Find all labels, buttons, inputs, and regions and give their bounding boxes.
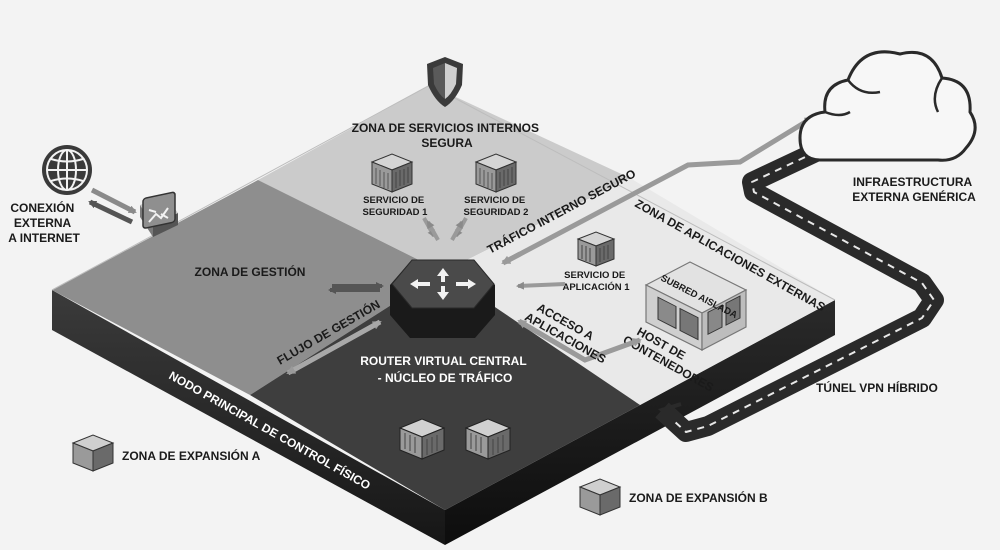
router-icon [390,259,495,338]
expansion-b-label: ZONA DE EXPANSIÓN B [629,490,768,505]
security-service-2-server-icon [474,153,518,193]
expansion-b-cube-icon [578,478,622,516]
app-service-1-server-icon [576,231,616,267]
zone-external-apps-surface [443,178,835,405]
core-server-2-icon [464,418,512,460]
security-service-1-server-icon [370,153,414,193]
vpn-tunnel-label: TÚNEL VPN HÍBRIDO [816,380,938,395]
expansion-a-cube-icon [71,434,115,472]
zone-secure-internal-surface [258,85,630,272]
secure-traffic-path [503,115,814,265]
internet-label: CONEXIÓN EXTERNA A INTERNET [8,200,80,245]
expansion-a-label: ZONA DE EXPANSIÓN A [122,448,261,463]
cloud-icon [798,50,977,162]
app-service-1-label: SERVICIO DE APLICACIÓN 1 [562,270,630,293]
shield-icon [427,57,463,107]
management-zone-title: ZONA DE GESTIÓN [195,264,306,279]
zone-management-surface [52,180,443,395]
platform-left-side [52,290,445,545]
vpn-tunnel [655,125,944,442]
globe-icon [42,145,92,195]
platform-right-side [445,300,835,545]
secure-zone-title: ZONA DE SERVICIOS INTERNOS SEGURA [352,121,543,150]
zone-core-surface [250,272,640,510]
switch-icon [140,191,178,237]
platform [51,84,836,545]
core-server-1-icon [398,418,446,460]
router-label: ROUTER VIRTUAL CENTRAL - NÚCLEO DE TRÁFI… [360,354,530,385]
cloud-label: INFRAESTRUCTURA EXTERNA GENÉRICA [852,175,976,204]
container-host-icon [644,261,748,351]
security-service-1-label: SERVICIO DE SEGURIDAD 1 [363,195,429,218]
security-service-2-label: SERVICIO DE SEGURIDAD 2 [464,195,529,218]
